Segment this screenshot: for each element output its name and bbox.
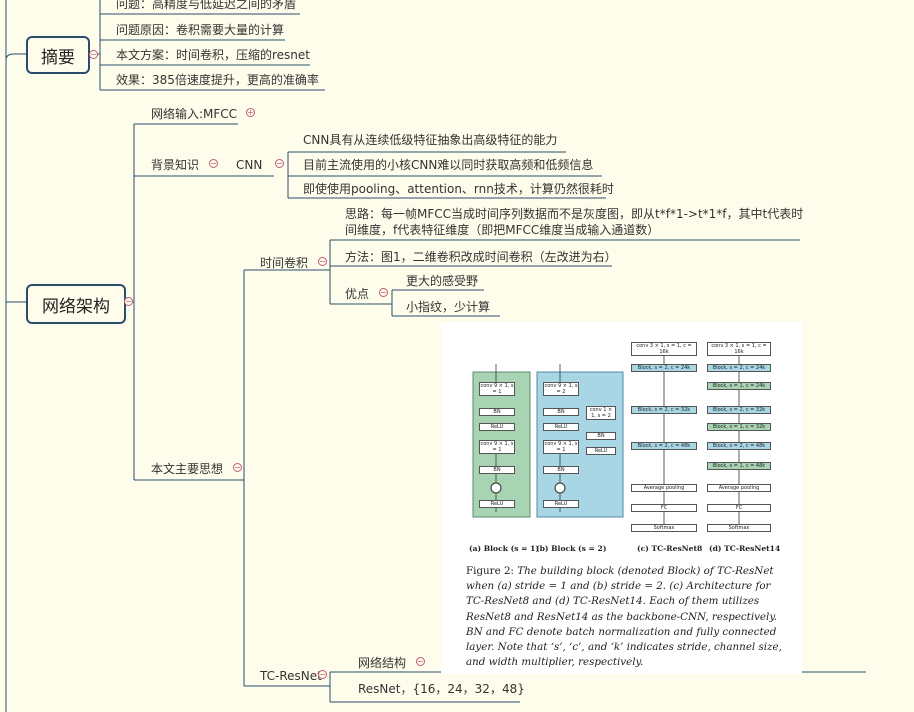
figure-d-block: Average pooling <box>707 484 771 492</box>
figure-d-block: Block, s = 2, c = 24k <box>707 364 771 372</box>
advantage-item[interactable]: 更大的感受野 <box>406 274 479 288</box>
architecture-node[interactable]: 网络架构 <box>26 284 126 324</box>
cnn-item[interactable]: 即使使用pooling、attention、rnn技术，计算仍然很耗时 <box>303 182 614 196</box>
advantages-node[interactable]: 优点 <box>345 287 370 301</box>
collapse-toggle[interactable]: − <box>209 159 218 168</box>
figure-a-block: ReLU <box>479 423 515 431</box>
figure-b-block: ReLU <box>543 423 579 431</box>
figure-b-block: conv 9 × 1, s = 1 <box>543 440 579 454</box>
idea-line-2[interactable]: 间维度，f代表特征维度（即把MFCC维度当成输入通道数） <box>345 223 660 237</box>
figure-b-block: ReLU <box>543 500 579 508</box>
figure-caption-label: Figure 2: <box>466 565 514 577</box>
figure-c-block: Block, s = 2, c = 32k <box>631 406 697 414</box>
main-idea-node[interactable]: 本文主要思想 <box>151 462 224 476</box>
expand-toggle[interactable]: + <box>246 108 255 117</box>
figure-b-block: BN <box>543 408 579 416</box>
figure-b-block: conv 9 × 1, s = 2 <box>543 382 579 396</box>
figure-b-shortcut-block: conv 1 × 1, s = 2 <box>586 406 616 420</box>
figure-a-block: BN <box>479 466 515 474</box>
cnn-node[interactable]: CNN <box>236 158 263 172</box>
figure-c-block: Average pooling <box>631 484 697 492</box>
figure-sublabel-d: (d) TC-ResNet14 <box>709 544 781 553</box>
figure-c-block: Block, s = 2, c = 24k <box>631 364 697 372</box>
figure-d-block: Block, s = 2, c = 32k <box>707 406 771 414</box>
background-node[interactable]: 背景知识 <box>151 158 200 172</box>
collapse-toggle[interactable]: − <box>318 670 327 679</box>
figure-sublabel-b: (b) Block (s = 2) <box>536 544 607 553</box>
collapse-toggle[interactable]: − <box>275 159 284 168</box>
idea-line-1[interactable]: 思路：每一帧MFCC当成时间序列数据而不是灰度图，即从t*f*1->t*1*f，… <box>345 207 804 221</box>
figure-sublabel-a: (a) Block (s = 1) <box>469 544 540 553</box>
figure-b-shortcut-block: ReLU <box>586 447 616 455</box>
figure-caption-text: The building block (denoted Block) of TC… <box>466 565 782 669</box>
figure-d-block: Block, s = 1, c = 32k <box>707 423 771 431</box>
tc-resnet-node[interactable]: TC-ResNet <box>260 669 322 683</box>
cnn-item[interactable]: CNN具有从连续低级特征抽象出高级特征的能力 <box>303 133 558 147</box>
figure-d-block: conv 3 × 1, s = 1, c = 16k <box>707 342 771 356</box>
collapse-toggle[interactable]: − <box>416 657 425 666</box>
collapse-toggle[interactable]: − <box>318 257 327 266</box>
figure-a-block: conv 9 × 1, s = 1 <box>479 382 515 396</box>
figure-a-block: ReLU <box>479 500 515 508</box>
figure-b-shortcut-block: BN <box>586 432 616 440</box>
abstract-item[interactable]: 本文方案：时间卷积，压缩的resnet <box>116 48 310 62</box>
collapse-toggle[interactable]: − <box>124 297 133 306</box>
cnn-item[interactable]: 目前主流使用的小核CNN难以同时获取高频和低频信息 <box>303 158 594 172</box>
figure-d-block: Block, s = 1, c = 48k <box>707 462 771 470</box>
figure-c-block: Block, s = 2, c = 48k <box>631 442 697 450</box>
figure-sublabel-c: (c) TC-ResNet8 <box>637 544 703 553</box>
figure-b-block: BN <box>543 466 579 474</box>
collapse-toggle[interactable]: − <box>379 288 388 297</box>
temporal-conv-node[interactable]: 时间卷积 <box>260 256 309 270</box>
abstract-item[interactable]: 问题：高精度与低延迟之间的矛盾 <box>116 0 297 11</box>
collapse-toggle[interactable]: − <box>233 463 242 472</box>
abstract-title: 摘要 <box>41 47 75 68</box>
architecture-title: 网络架构 <box>42 296 110 317</box>
abstract-item[interactable]: 问题原因：卷积需要大量的计算 <box>116 23 285 37</box>
abstract-item[interactable]: 效果：385倍速度提升，更高的准确率 <box>116 73 319 87</box>
figure-d-block: Block, s = 2, c = 48k <box>707 442 771 450</box>
method-node[interactable]: 方法：图1，二维卷积改成时间卷积（左改进为右） <box>345 250 617 264</box>
abstract-node[interactable]: 摘要 <box>26 36 90 74</box>
figure-d-block: Softmax <box>707 524 771 532</box>
input-node[interactable]: 网络输入:MFCC <box>151 107 238 121</box>
figure-c-block: Softmax <box>631 524 697 532</box>
figure-a-block: BN <box>479 408 515 416</box>
collapse-toggle[interactable]: − <box>89 50 98 59</box>
figure-a-block: conv 9 × 1, s = 1 <box>479 440 515 454</box>
advantage-item[interactable]: 小指纹，少计算 <box>406 300 491 314</box>
figure-c-block: FC <box>631 504 697 512</box>
figure-d-block: FC <box>707 504 771 512</box>
net-structure-node[interactable]: 网络结构 <box>358 656 407 670</box>
figure-caption: Figure 2: The building block (denoted Bl… <box>466 564 786 670</box>
resnet-channels-node[interactable]: ResNet，{16，24，32，48} <box>358 682 525 696</box>
figure-image[interactable]: conv 9 × 1, s = 1 BN ReLU conv 9 × 1, s = 1… <box>441 322 802 674</box>
figure-d-block: Block, s = 1, c = 24k <box>707 382 771 390</box>
figure-c-block: conv 3 × 1, s = 1, c = 16k <box>631 342 697 356</box>
